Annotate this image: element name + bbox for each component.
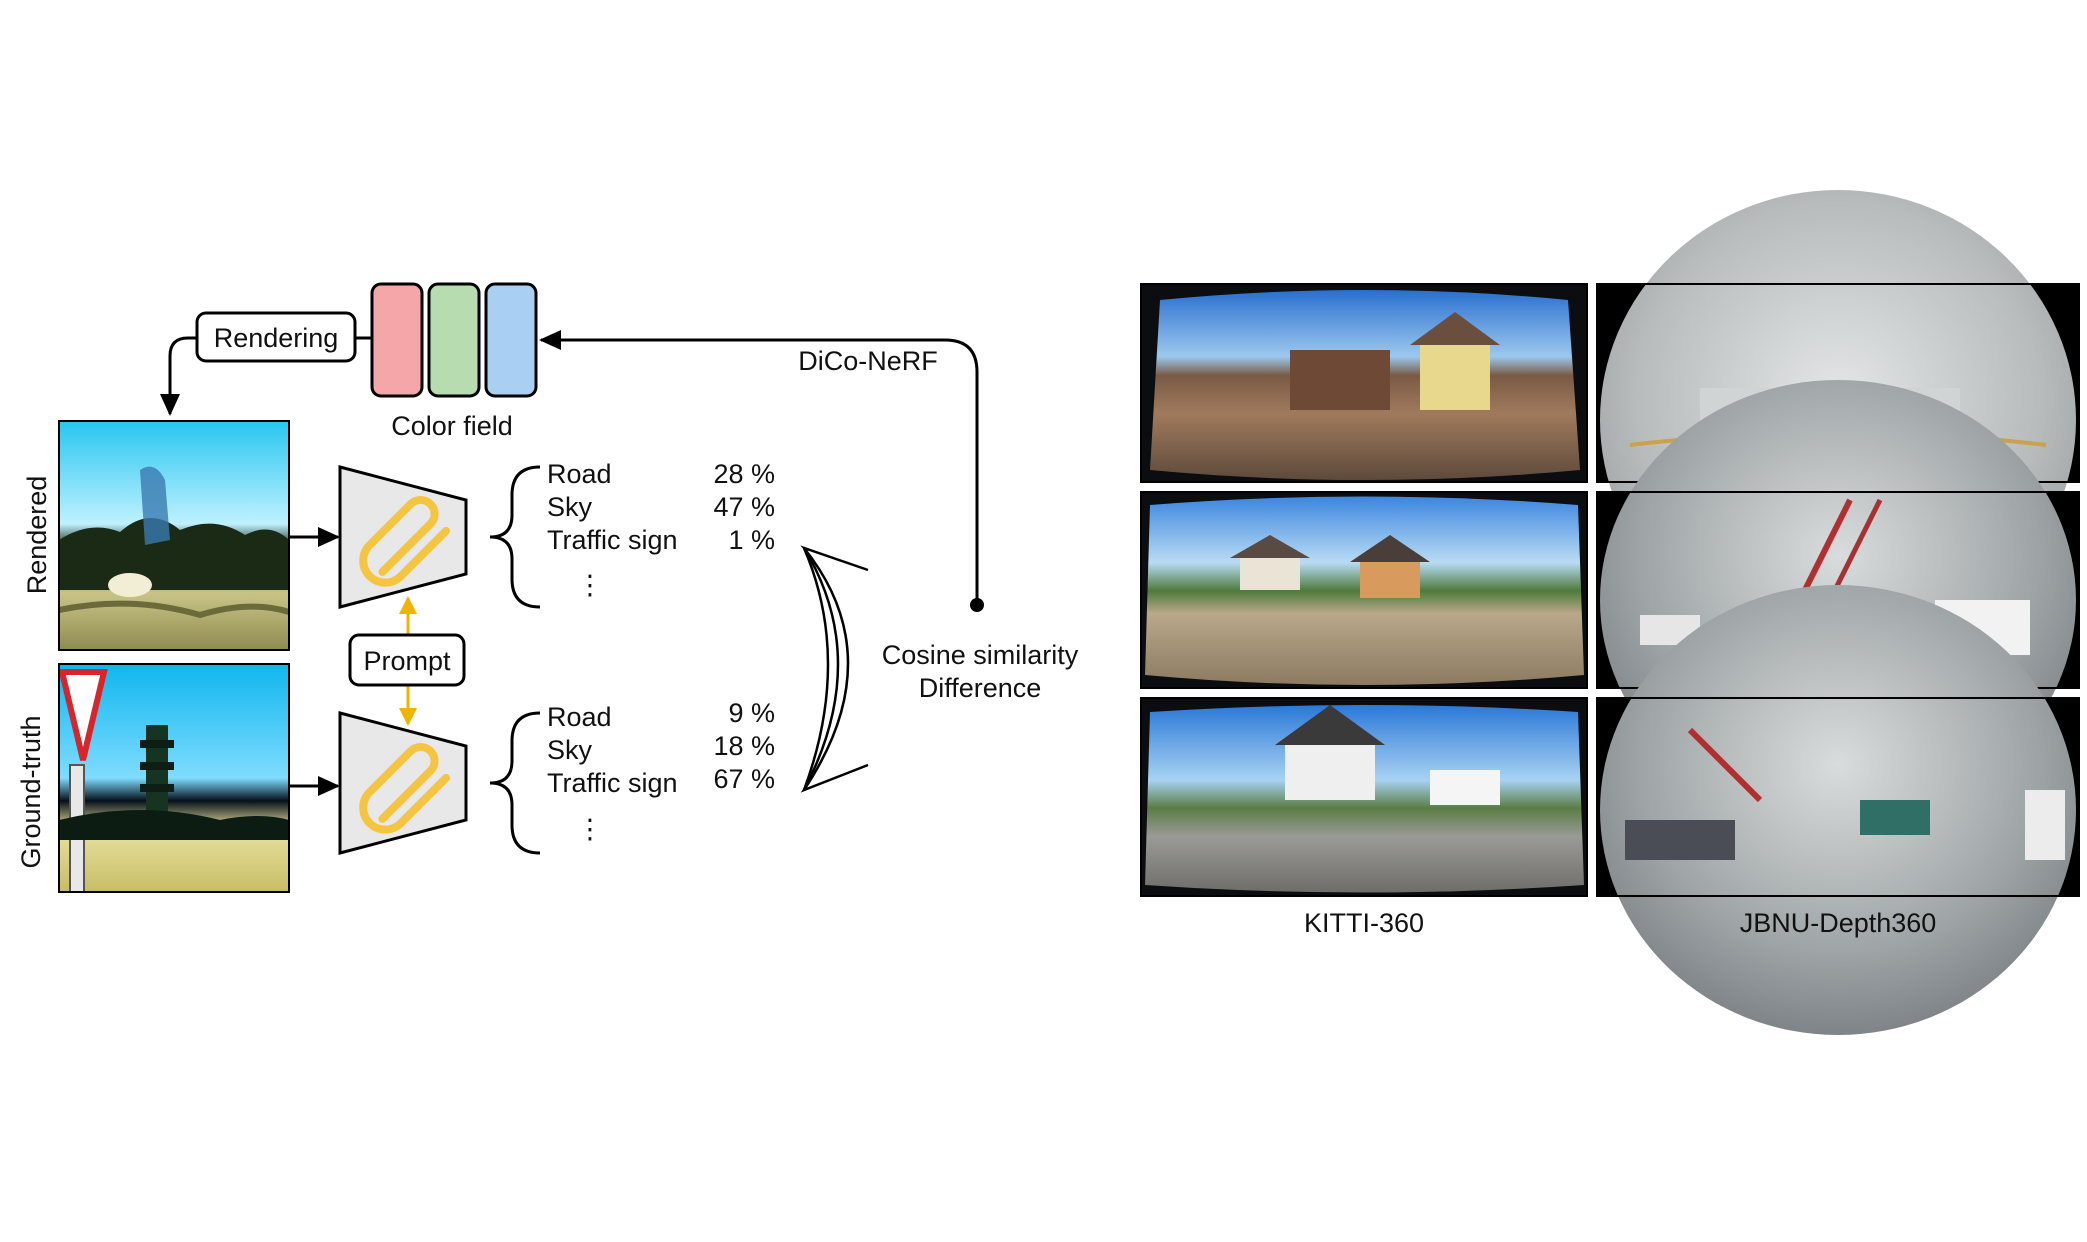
list-item-percent: 18 %	[713, 731, 775, 761]
kitti-image-3	[1140, 697, 1588, 897]
rendered-class-list: Road 28 % Sky 47 % Traffic sign 1 % ⋮	[547, 459, 775, 600]
difference-label: Difference	[919, 673, 1042, 703]
prompt-box	[348, 633, 466, 687]
list-item-percent: 28 %	[713, 459, 775, 489]
list-item-percent: 1 %	[728, 525, 775, 555]
paperclip-icon	[359, 495, 451, 587]
rendering-step: Rendering	[160, 311, 372, 416]
cosine-similarity-label: Cosine similarity	[882, 640, 1079, 670]
dico-nerf-label: DiCo-NeRF	[798, 346, 938, 376]
rendered-encoder	[338, 465, 468, 609]
ground-truth-ellipsis: ⋮	[577, 814, 604, 844]
color-field-label: Color field	[391, 411, 513, 441]
list-item-label: Sky	[547, 492, 593, 522]
rendering-arrow	[160, 336, 197, 416]
rendered-brace	[489, 465, 541, 609]
kitti-360-caption: KITTI-360	[1304, 908, 1424, 938]
list-item-label: Road	[547, 702, 612, 732]
ground-truth-image	[58, 663, 290, 893]
rendered-ellipsis: ⋮	[577, 570, 604, 600]
jbnu-depth360-images: JBNU-Depth360	[1596, 190, 2080, 1035]
prompt-label: Prompt	[363, 646, 451, 676]
color-field-red-channel	[370, 282, 424, 398]
jbnu-image-3	[1596, 585, 2080, 1035]
feedback-loop: DiCo-NeRF	[539, 330, 984, 612]
list-item-label: Traffic sign	[547, 768, 678, 798]
ground-truth-label: Ground-truth	[16, 715, 46, 868]
color-field-blue-channel	[484, 282, 538, 398]
kitti-image-1	[1140, 283, 1588, 483]
list-item-label: Road	[547, 459, 612, 489]
list-item-percent: 9 %	[728, 698, 775, 728]
color-field: Color field	[370, 282, 538, 441]
jbnu-depth360-caption: JBNU-Depth360	[1740, 908, 1937, 938]
rendering-label: Rendering	[214, 323, 339, 353]
cosine-similarity-arc	[800, 545, 869, 793]
paperclip-icon	[359, 742, 451, 834]
prompt: Prompt	[348, 596, 466, 726]
rendered-image	[58, 420, 290, 651]
kitti-360-images: KITTI-360	[1140, 283, 1588, 938]
color-field-green-channel	[427, 282, 481, 398]
kitti-image-2	[1140, 491, 1588, 689]
list-item-label: Sky	[547, 735, 593, 765]
ground-truth-class-list: Road 9 % Sky 18 % Traffic sign 67 % ⋮	[547, 698, 775, 844]
ground-truth-encoder	[338, 711, 468, 855]
list-item-label: Traffic sign	[547, 525, 678, 555]
rendered-label: Rendered	[22, 476, 52, 595]
ground-truth-brace	[489, 711, 541, 855]
list-item-percent: 67 %	[713, 764, 775, 794]
feedback-arrow	[539, 330, 979, 605]
list-item-percent: 47 %	[713, 492, 775, 522]
